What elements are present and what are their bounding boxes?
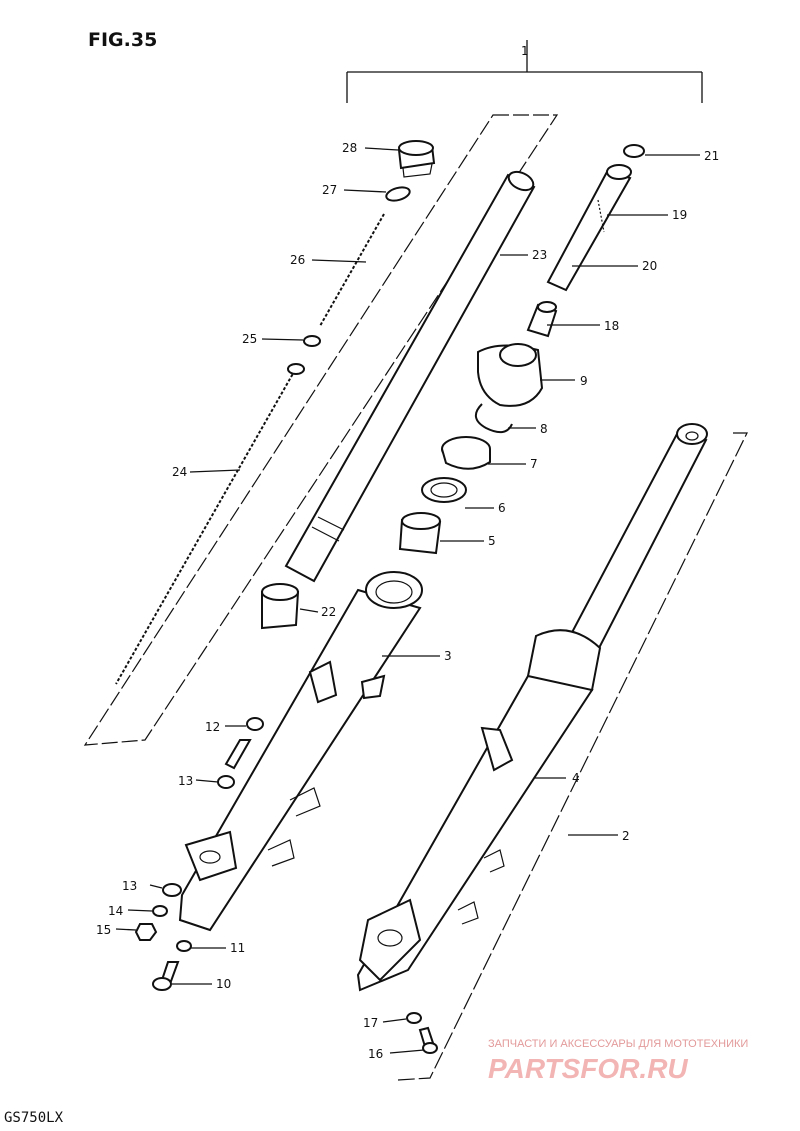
washer-14-part: [152, 905, 168, 917]
model-label: GS750LX: [4, 1110, 64, 1126]
callout-7: 7: [530, 457, 538, 471]
callout-25: 25: [242, 332, 257, 346]
callout-2: 2: [622, 829, 630, 843]
callout-14: 14: [108, 904, 123, 918]
callout-20: 20: [642, 259, 657, 273]
callout-8: 8: [540, 422, 548, 436]
callout-15: 15: [96, 923, 111, 937]
damper-rod-part: [546, 164, 632, 292]
subassembly-outline-right: [397, 432, 748, 1081]
fork-assembly-right-part: [356, 423, 708, 992]
subassembly-outline-left: [83, 114, 559, 746]
callout-28: 28: [342, 141, 357, 155]
guide-bushing-part: [398, 512, 442, 555]
callout-23: 23: [532, 248, 547, 262]
slide-bushing-part: [261, 583, 300, 630]
callout-18: 18: [604, 319, 619, 333]
callout-21: 21: [704, 149, 719, 163]
watermark-tagline: ЗАПЧАСТИ И АКСЕССУАРЫ ДЛЯ МОТОТЕХНИКИ: [488, 1038, 748, 1050]
washer-11-part: [176, 940, 192, 952]
assembly-bracket: [346, 40, 703, 103]
callout-19: 19: [672, 208, 687, 222]
gasket-13-upper-part: [217, 775, 235, 789]
gasket-13-lower-part: [162, 883, 182, 897]
watermark: ЗАПЧАСТИ И АКСЕССУАРЫ ДЛЯ МОТОТЕХНИКИ PA…: [488, 1038, 748, 1084]
rod-nut-part: [623, 144, 645, 158]
callout-24: 24: [172, 465, 187, 479]
callout-16: 16: [368, 1047, 383, 1061]
bolt-16-part: [418, 1026, 438, 1054]
callout-3: 3: [444, 649, 452, 663]
callout-4: 4: [572, 771, 580, 785]
callout-17: 17: [363, 1016, 378, 1030]
short-spring-part: [319, 213, 385, 327]
watermark-brand: PARTSFOR.RU: [488, 1053, 688, 1084]
figure-title: FIG.35: [88, 29, 157, 51]
callout-labels: 1 2 3 4 5 6 7 8 9 10 11 12 13 13 14 15 1…: [96, 44, 719, 1061]
callout-27: 27: [322, 183, 337, 197]
spring-spacer-part: [303, 335, 321, 347]
callout-22: 22: [321, 605, 336, 619]
outer-tube-left-part: [178, 571, 423, 932]
callout-26: 26: [290, 253, 305, 267]
callout-10: 10: [216, 977, 231, 991]
callout-13-upper: 13: [178, 774, 193, 788]
leader-lines: [115, 147, 700, 1054]
dust-seal-part: [477, 343, 544, 407]
seal-washer-part: [421, 477, 467, 503]
callout-1: 1: [521, 44, 529, 58]
circlip-part: [475, 403, 513, 434]
cap-bolt-part: [397, 140, 436, 178]
callout-5: 5: [488, 534, 496, 548]
oil-seal-part: [441, 436, 491, 470]
callout-12: 12: [205, 720, 220, 734]
washer-17-part: [406, 1012, 422, 1024]
callout-13-lower: 13: [122, 879, 137, 893]
o-ring-part: [385, 186, 411, 202]
long-spring-part: [115, 363, 305, 685]
nut-15-part: [134, 923, 158, 941]
callout-9: 9: [580, 374, 588, 388]
bolt-10-part: [152, 961, 180, 991]
rod-tip-part: [526, 301, 558, 338]
drain-bolt-12-part: [224, 717, 264, 770]
callout-6: 6: [498, 501, 506, 515]
callout-11: 11: [230, 941, 245, 955]
inner-tube-part: [284, 170, 536, 583]
